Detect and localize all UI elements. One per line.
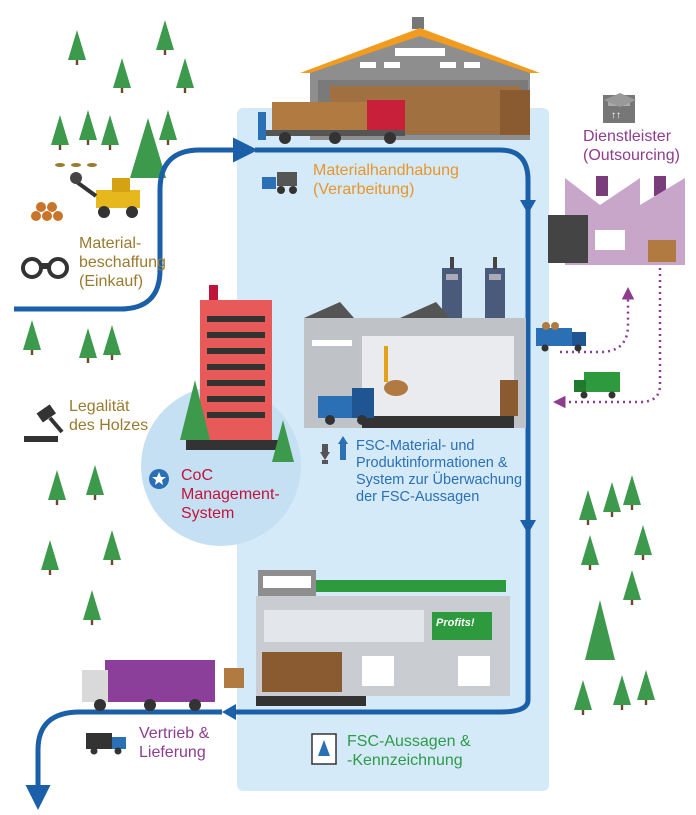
box-icon: ↑↑ bbox=[604, 93, 636, 121]
wheel-loader bbox=[70, 172, 140, 218]
van-icon bbox=[86, 733, 126, 755]
label-fsc-claims: FSC-Aussagen & -Kennzeichnung bbox=[347, 733, 471, 769]
label-distribution: Vertrieb & Lieferung bbox=[139, 725, 210, 761]
processing-factory bbox=[304, 257, 526, 428]
distribution-building bbox=[256, 570, 510, 706]
label-fsc-information: FSC-Material- und Produktinformationen &… bbox=[356, 438, 523, 506]
label-material-handling: Materialhandhabung (Verarbeitung) bbox=[313, 162, 459, 198]
label-coc-system: CoC Management- System bbox=[181, 467, 280, 522]
info-exchange-icon bbox=[320, 436, 348, 464]
log-truck bbox=[258, 100, 405, 144]
svg-text:↑↑: ↑↑ bbox=[611, 110, 621, 121]
coc-tower bbox=[180, 285, 294, 462]
flow-main bbox=[230, 147, 531, 715]
flow-distribution bbox=[25, 709, 222, 810]
forklift-icon bbox=[262, 172, 297, 194]
flow-procurement bbox=[14, 137, 258, 312]
profits-sign: Profits! bbox=[436, 617, 475, 629]
service-provider-building bbox=[548, 95, 685, 265]
small-trucks bbox=[536, 322, 620, 399]
binoculars-icon bbox=[21, 257, 69, 279]
label-procurement: Material- beschaffung (Einkauf) bbox=[79, 235, 166, 290]
delivery-truck bbox=[82, 660, 244, 711]
forest-left bbox=[23, 20, 194, 625]
label-legality: Legalität des Holzes bbox=[69, 398, 149, 434]
forest-right bbox=[574, 475, 655, 715]
certificate-icon bbox=[149, 469, 169, 489]
label-service-provider: Dienstleister (Outsourcing) bbox=[583, 128, 680, 164]
document-icon bbox=[311, 733, 337, 765]
gavel-icon bbox=[24, 404, 64, 442]
logs bbox=[31, 163, 97, 221]
outsourcing-path-1 bbox=[560, 287, 635, 354]
